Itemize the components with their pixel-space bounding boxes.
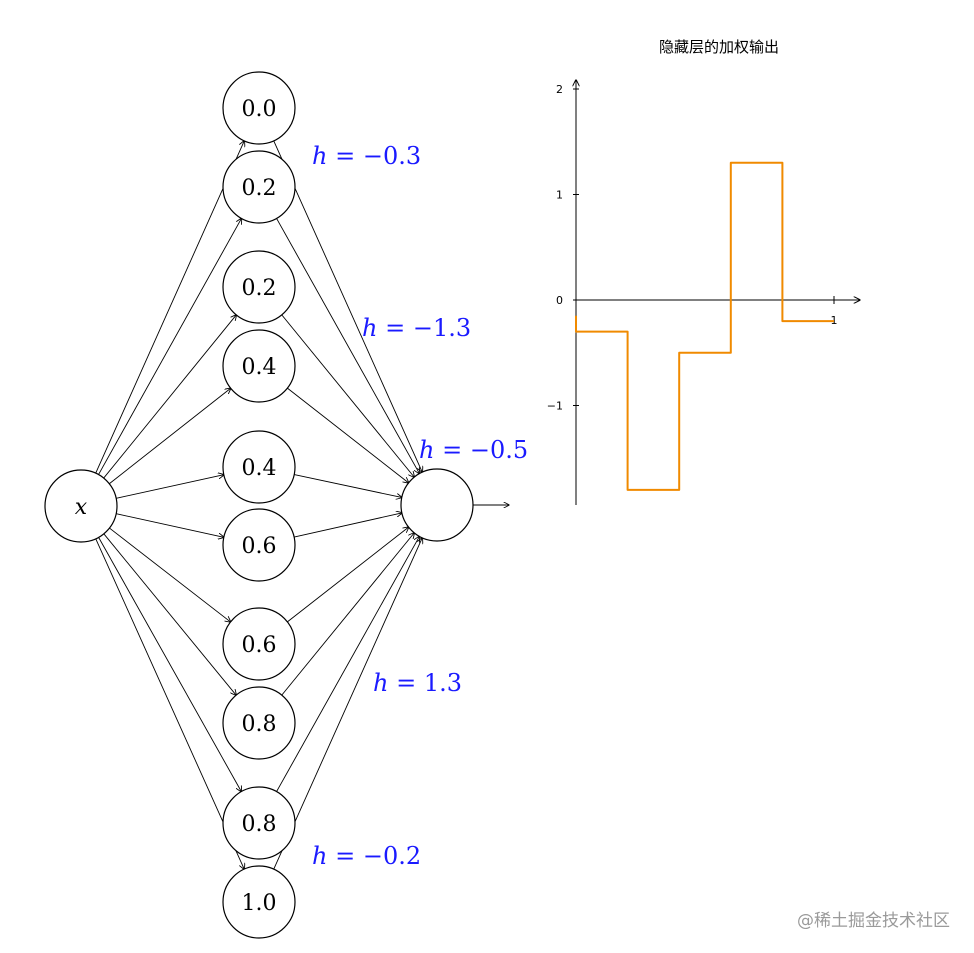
hidden-node: 0.4 xyxy=(222,329,296,403)
weight-label: h = −0.5 xyxy=(419,436,528,464)
hidden-node: 0.8 xyxy=(222,686,296,760)
watermark-text: @稀土掘金技术社区 xyxy=(797,911,950,931)
hidden-node: 0.6 xyxy=(222,607,296,681)
hidden-node-label: 0.8 xyxy=(242,812,277,837)
y-tick-label: 0 xyxy=(556,294,563,307)
y-tick-label: −1 xyxy=(547,400,563,413)
y-ticks: 2 1 0 −1 xyxy=(547,83,579,413)
x-ticks: 1 xyxy=(831,296,838,327)
hidden-node-label: 0.6 xyxy=(242,633,277,658)
edge-arrow xyxy=(276,536,420,792)
edge-arrow xyxy=(273,140,423,472)
weighted-output-chart: 隐藏层的加权输出 2 1 0 −1 1 xyxy=(547,38,860,505)
edge-arrow xyxy=(103,315,237,479)
edge-arrow xyxy=(103,533,236,695)
hidden-node-label: 0.2 xyxy=(242,176,277,201)
hidden-node: 1.0 xyxy=(222,865,296,939)
hidden-node: 0.2 xyxy=(222,250,296,324)
hidden-node-label: 0.0 xyxy=(242,97,277,122)
edge-arrow xyxy=(273,538,423,870)
hidden-layer: 0.0 0.2 0.2 0.4 0.4 0.6 0.6 0.8 0.8 1.0 xyxy=(222,71,296,939)
edge-arrow xyxy=(281,314,414,477)
series-line xyxy=(575,161,834,491)
network-edges xyxy=(95,140,423,870)
weight-label: h = −1.3 xyxy=(362,314,471,342)
y-tick-label: 2 xyxy=(556,83,563,96)
input-node-label: x xyxy=(75,495,88,520)
weight-label: h = −0.3 xyxy=(312,142,421,170)
input-node: x xyxy=(44,469,118,543)
output-node xyxy=(400,468,509,542)
edge-arrow xyxy=(109,527,230,622)
hidden-node-label: 0.2 xyxy=(242,276,277,301)
edge-arrow xyxy=(95,538,244,869)
edge-arrow xyxy=(294,474,402,498)
hidden-node-label: 0.4 xyxy=(242,355,277,380)
hidden-node-label: 0.4 xyxy=(242,456,277,481)
edge-arrow xyxy=(98,537,242,791)
chart-title: 隐藏层的加权输出 xyxy=(659,38,779,56)
edge-arrow xyxy=(95,141,245,474)
hidden-node: 0.2 xyxy=(222,150,296,224)
hidden-node: 0.4 xyxy=(222,430,296,504)
y-tick-label: 1 xyxy=(556,189,563,202)
edge-arrow xyxy=(116,475,224,499)
weight-label: h = −0.2 xyxy=(312,842,421,870)
edge-arrow xyxy=(98,218,242,475)
hidden-node: 0.8 xyxy=(222,786,296,860)
hidden-node: 0.0 xyxy=(222,71,296,145)
edge-arrow xyxy=(109,388,230,485)
edge-arrow xyxy=(281,533,414,696)
hidden-node-label: 1.0 xyxy=(242,891,277,916)
edge-arrow xyxy=(276,218,420,473)
edge-arrow xyxy=(294,513,402,538)
weight-label: h = 1.3 xyxy=(373,669,462,697)
edge-arrow xyxy=(116,513,224,538)
edge-arrow xyxy=(287,527,408,623)
hidden-node-label: 0.8 xyxy=(242,712,277,737)
hidden-node: 0.6 xyxy=(222,508,296,582)
hidden-node-label: 0.6 xyxy=(242,534,277,559)
edge-arrow xyxy=(287,387,408,483)
